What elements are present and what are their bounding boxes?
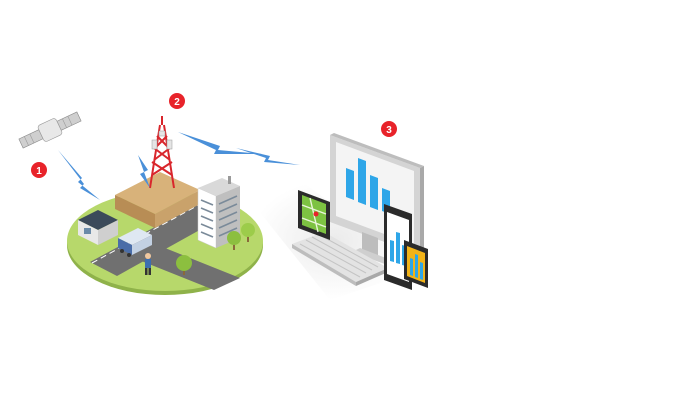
cell-tower-icon xyxy=(149,116,175,189)
station-building xyxy=(115,172,200,228)
svg-text:2: 2 xyxy=(174,97,180,108)
house xyxy=(78,210,118,245)
badge-1: 1 xyxy=(31,162,47,178)
svg-text:3: 3 xyxy=(386,125,392,136)
signal-icon xyxy=(58,132,300,200)
person xyxy=(145,253,151,275)
tablet-icon xyxy=(298,190,330,240)
van-icon xyxy=(118,228,152,257)
keyboard-icon xyxy=(292,232,388,286)
small-phone-icon xyxy=(404,240,428,288)
city-block-icon xyxy=(67,172,263,295)
satellite-icon xyxy=(18,111,82,149)
svg-text:1: 1 xyxy=(36,166,42,177)
badge-2: 2 xyxy=(169,93,185,109)
trees xyxy=(176,223,255,275)
badge-3: 3 xyxy=(381,121,397,137)
